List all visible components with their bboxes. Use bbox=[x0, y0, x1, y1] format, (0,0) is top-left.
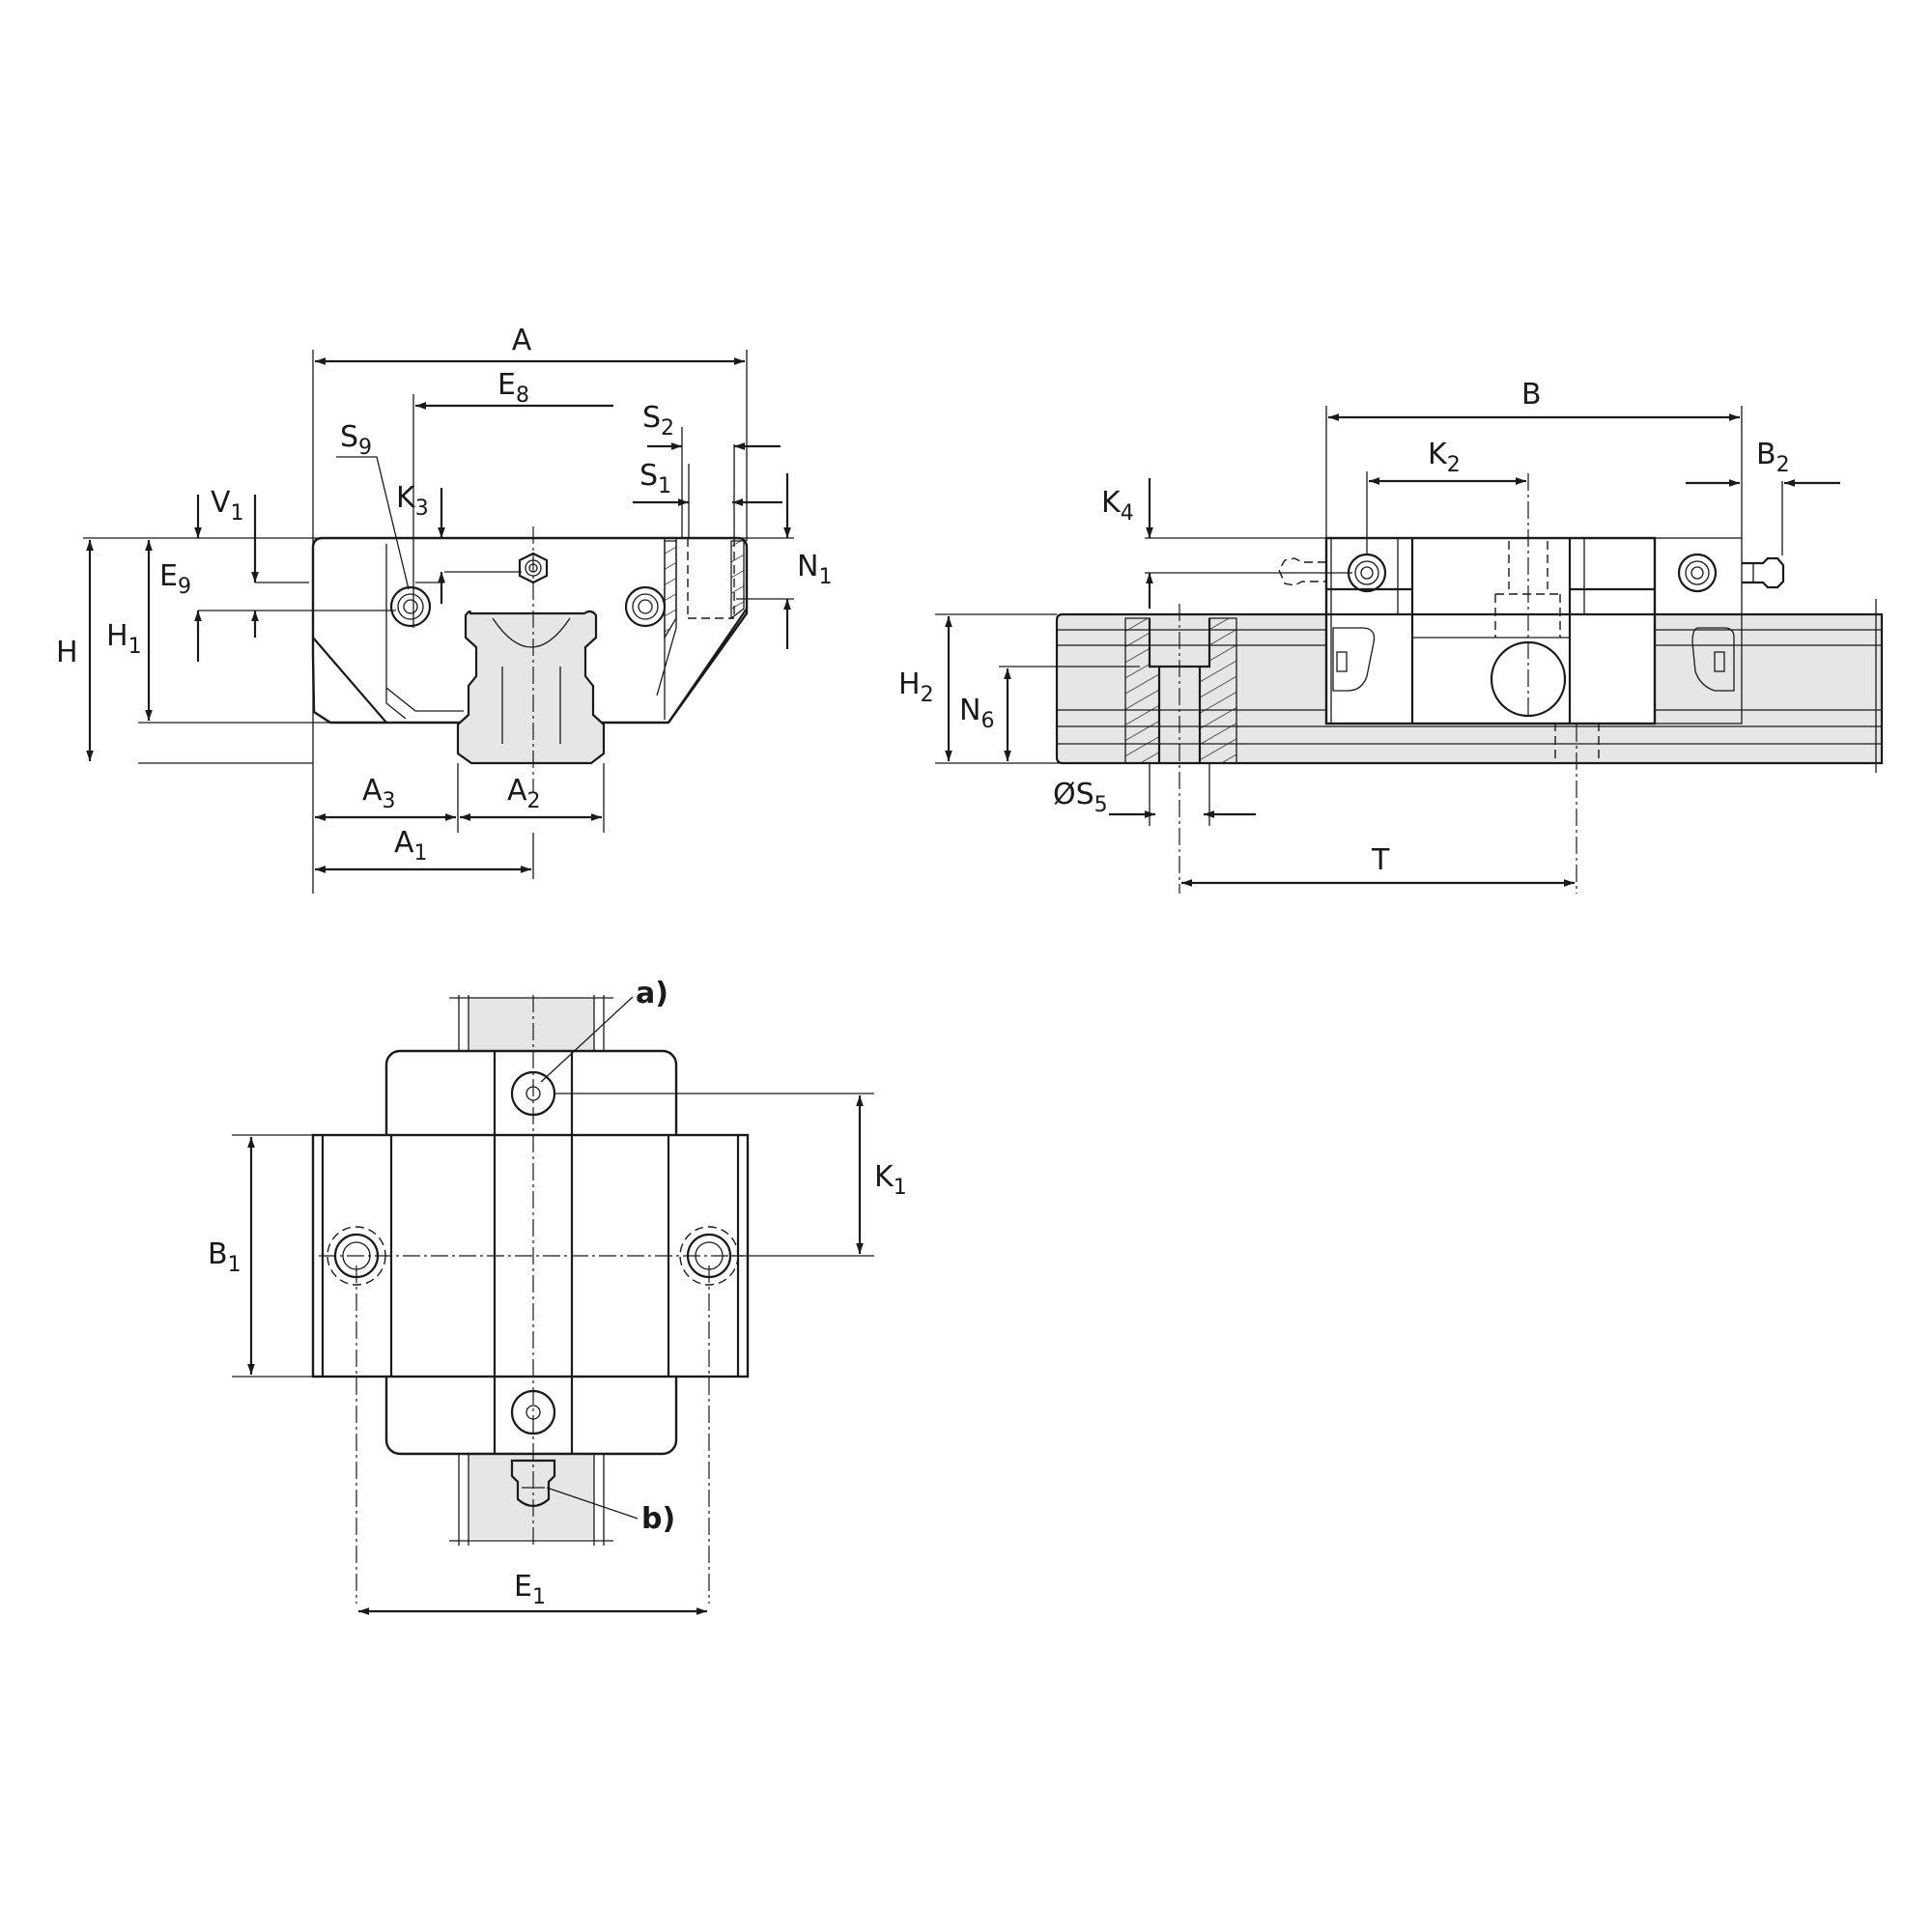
label-S5: ØS5 bbox=[1053, 778, 1108, 817]
label-B: B bbox=[1521, 378, 1542, 412]
leader-S9 bbox=[336, 456, 410, 590]
side-grease-nipple-hidden bbox=[1278, 557, 1326, 586]
label-S2: S2 bbox=[642, 401, 674, 440]
label-K3: K3 bbox=[396, 481, 429, 521]
top-extension-lines bbox=[232, 1093, 874, 1378]
top-lube-port-lower bbox=[510, 1389, 556, 1435]
carriage-front-chamfer bbox=[312, 608, 748, 724]
label-E9: E9 bbox=[159, 559, 191, 599]
label-K1: K1 bbox=[874, 1160, 907, 1200]
label-V1: V1 bbox=[211, 486, 244, 526]
label-S1: S1 bbox=[639, 459, 671, 498]
callout-a: a) bbox=[636, 977, 668, 1010]
end-cap-left-mark bbox=[1336, 651, 1348, 672]
label-A3: A3 bbox=[362, 774, 396, 813]
end-cap-left-outline bbox=[1325, 537, 1332, 724]
carriage-side bbox=[1324, 536, 1657, 725]
label-H: H bbox=[56, 636, 78, 669]
end-cap-right bbox=[1691, 627, 1735, 692]
label-E8: E8 bbox=[497, 368, 529, 408]
label-A: A bbox=[512, 324, 532, 357]
label-S9: S9 bbox=[340, 420, 372, 460]
side-extension-lines bbox=[935, 406, 1783, 826]
callout-b-leader bbox=[546, 1487, 639, 1520]
rail-front-profile bbox=[456, 610, 606, 765]
label-E1: E1 bbox=[514, 1570, 546, 1609]
rail-inner-curve bbox=[492, 617, 571, 744]
label-T: T bbox=[1371, 843, 1390, 877]
side-view: B K2 B2 K4 H2 N6 ØS5 T bbox=[898, 378, 1884, 894]
seal-section-hatch-right bbox=[730, 540, 745, 620]
lube-port-left bbox=[389, 585, 432, 628]
callout-a-leader bbox=[540, 996, 634, 1083]
label-B2: B2 bbox=[1756, 438, 1790, 477]
label-B1: B1 bbox=[208, 1237, 242, 1277]
end-cap-right-outline bbox=[1654, 537, 1743, 724]
label-N1: N1 bbox=[797, 550, 832, 589]
lube-bore-hidden bbox=[687, 538, 735, 619]
label-H2: H2 bbox=[898, 668, 934, 707]
front-view: A E8 S2 S1 S9 K3 V1 E9 H H1 bbox=[56, 324, 832, 894]
label-A2: A2 bbox=[507, 774, 541, 813]
top-mount-hole-left bbox=[327, 1226, 386, 1286]
top-grease-nipple bbox=[510, 1459, 556, 1508]
side-grease-nipple bbox=[1742, 556, 1785, 589]
carriage-side-block bbox=[1326, 538, 1655, 724]
label-N6: N6 bbox=[959, 694, 994, 733]
label-A1: A1 bbox=[394, 826, 428, 866]
end-cap-right-mark bbox=[1714, 651, 1725, 672]
lube-port-right bbox=[624, 585, 667, 628]
front-extension-lines bbox=[83, 350, 794, 894]
carriage-inner-contour bbox=[385, 544, 464, 720]
top-view: a) b) K1 B1 E1 bbox=[208, 977, 907, 1615]
carriage-side-hidden-bore bbox=[1494, 541, 1561, 638]
rail-side-hidden-hole bbox=[1554, 723, 1600, 763]
callout-b: b) bbox=[641, 1502, 675, 1536]
label-K2: K2 bbox=[1428, 438, 1461, 477]
label-K4: K4 bbox=[1101, 486, 1134, 526]
end-cap-left bbox=[1332, 627, 1376, 692]
side-lube-port-right bbox=[1677, 553, 1718, 593]
carriage-side-inner bbox=[1397, 538, 1585, 639]
label-H1: H1 bbox=[106, 619, 142, 659]
